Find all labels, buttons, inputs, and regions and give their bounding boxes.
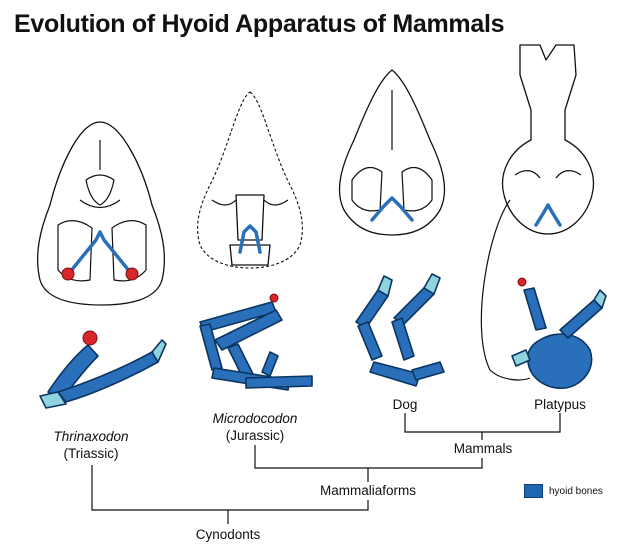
- platypus-hyoid: [511, 277, 607, 389]
- mammaliaforms-clade-label: Mammaliaforms: [319, 483, 416, 498]
- legend: hyoid bones: [524, 484, 603, 498]
- thrinaxodon-hyoid: [39, 330, 167, 409]
- platypus-label: Platypus: [534, 397, 586, 412]
- microdocodon-name: Microdocodon: [212, 411, 298, 426]
- thrinaxodon-period: (Triassic): [63, 446, 119, 461]
- thrinaxodon-name: Thrinaxodon: [53, 429, 129, 444]
- legend-swatch: [524, 484, 543, 498]
- figure-title: Evolution of Hyoid Apparatus of Mammals: [14, 10, 505, 38]
- microdocodon-label: Microdocodon (Jurassic): [190, 410, 320, 444]
- platypus-skull: [480, 44, 594, 381]
- microdocodon-skull: [197, 91, 303, 269]
- cladogram-brackets: [91, 413, 561, 524]
- mammals-clade-label: Mammals: [453, 441, 513, 456]
- dog-hyoid: [355, 273, 445, 387]
- thrinaxodon-label: Thrinaxodon (Triassic): [26, 428, 156, 462]
- microdocodon-hyoid: [199, 293, 313, 391]
- dog-skull: [338, 69, 446, 236]
- dog-label: Dog: [392, 397, 418, 412]
- thrinaxodon-skull: [37, 121, 165, 306]
- cynodonts-clade-label: Cynodonts: [195, 527, 261, 542]
- microdocodon-period: (Jurassic): [225, 428, 285, 443]
- legend-label: hyoid bones: [549, 485, 603, 497]
